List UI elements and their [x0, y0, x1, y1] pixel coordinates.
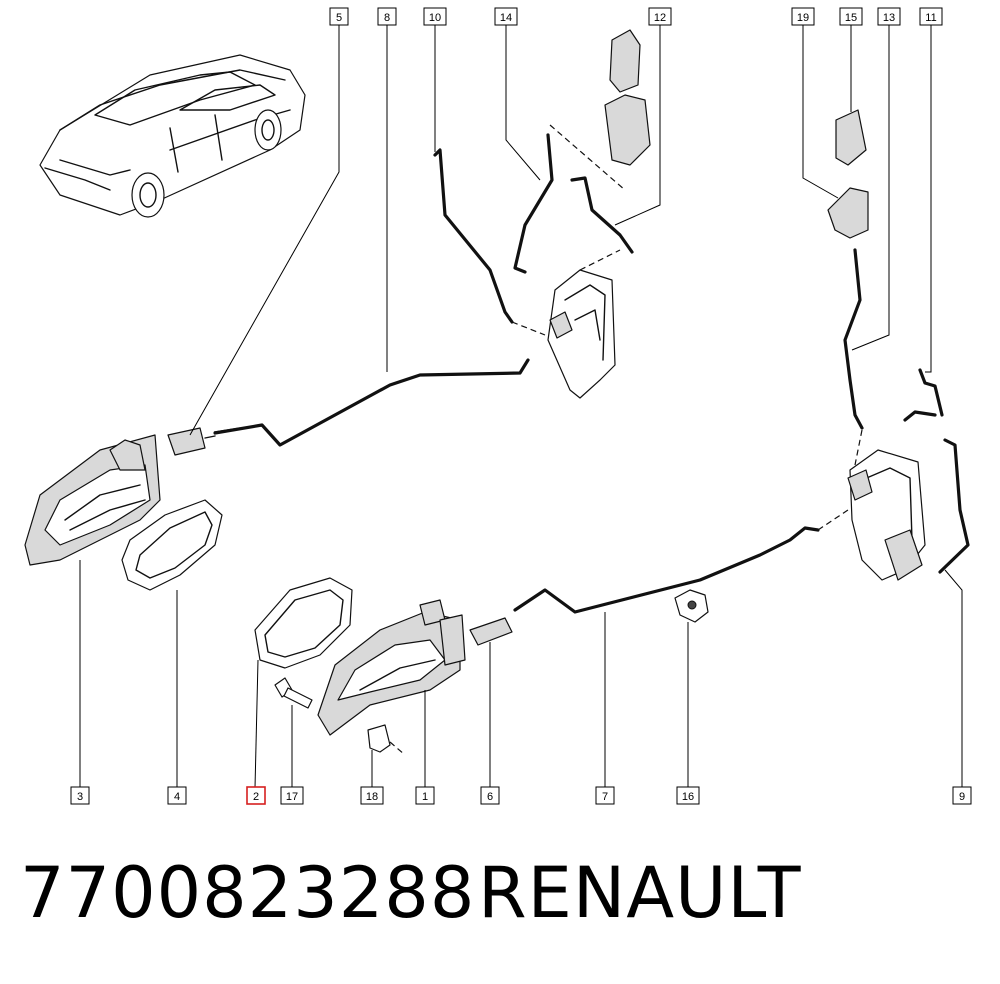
- front-handle-bezel: [254, 577, 353, 669]
- rear-lock-mechanism: [433, 124, 634, 399]
- callout-16: 16: [676, 786, 700, 805]
- callout-12: 12: [648, 7, 672, 26]
- svg-text:1: 1: [422, 791, 428, 803]
- svg-text:6: 6: [487, 791, 493, 803]
- callout-1: 1: [415, 786, 435, 805]
- rear-door-rod: [213, 358, 530, 447]
- callout-3: 3: [70, 786, 90, 805]
- callout-6: 6: [480, 786, 500, 805]
- front-door-rod: [513, 526, 820, 614]
- svg-text:5: 5: [336, 12, 342, 24]
- svg-text:2: 2: [253, 791, 259, 803]
- rear-inner-handle: [24, 434, 161, 566]
- callout-17: 17: [280, 786, 304, 805]
- svg-text:9: 9: [959, 791, 965, 803]
- cable-end-rear: [167, 427, 216, 456]
- callout-15: 15: [839, 7, 863, 26]
- callout-19: 19: [791, 7, 815, 26]
- callout-13: 13: [877, 7, 901, 26]
- svg-text:8: 8: [384, 12, 390, 24]
- svg-text:17: 17: [286, 791, 298, 803]
- svg-text:4: 4: [174, 791, 180, 803]
- svg-text:15: 15: [845, 12, 857, 24]
- callout-14: 14: [494, 7, 518, 26]
- part-number: 7700823288: [20, 852, 476, 934]
- fastener: [674, 589, 709, 623]
- svg-text:12: 12: [654, 12, 666, 24]
- cable-end-front: [469, 617, 513, 646]
- svg-text:10: 10: [429, 12, 441, 24]
- front-lock-mechanism: [817, 248, 970, 581]
- callout-9: 9: [952, 786, 972, 805]
- car-thumbnail: [39, 54, 306, 218]
- callout-2: 2: [246, 786, 266, 805]
- svg-text:13: 13: [883, 12, 895, 24]
- callout-5: 5: [329, 7, 349, 26]
- leader-lines: [79, 25, 963, 789]
- svg-text:11: 11: [925, 12, 936, 24]
- callout-10: 10: [423, 7, 447, 26]
- rear-handle-bezel: [121, 499, 223, 591]
- front-inner-handle: [317, 599, 466, 736]
- callout-11: 11: [919, 7, 943, 26]
- front-lock-knob: [827, 109, 869, 239]
- brand-name: RENAULT: [478, 852, 802, 934]
- svg-text:16: 16: [682, 791, 694, 803]
- svg-text:14: 14: [500, 12, 512, 24]
- svg-text:18: 18: [366, 791, 378, 803]
- screw: [274, 677, 313, 709]
- interior-lock-knob: [604, 29, 651, 166]
- clip: [367, 724, 406, 756]
- callout-18: 18: [360, 786, 384, 805]
- svg-text:19: 19: [797, 12, 809, 24]
- callout-4: 4: [167, 786, 187, 805]
- svg-text:7: 7: [602, 791, 608, 803]
- callout-8: 8: [377, 7, 397, 26]
- callout-7: 7: [595, 786, 615, 805]
- svg-text:3: 3: [77, 791, 83, 803]
